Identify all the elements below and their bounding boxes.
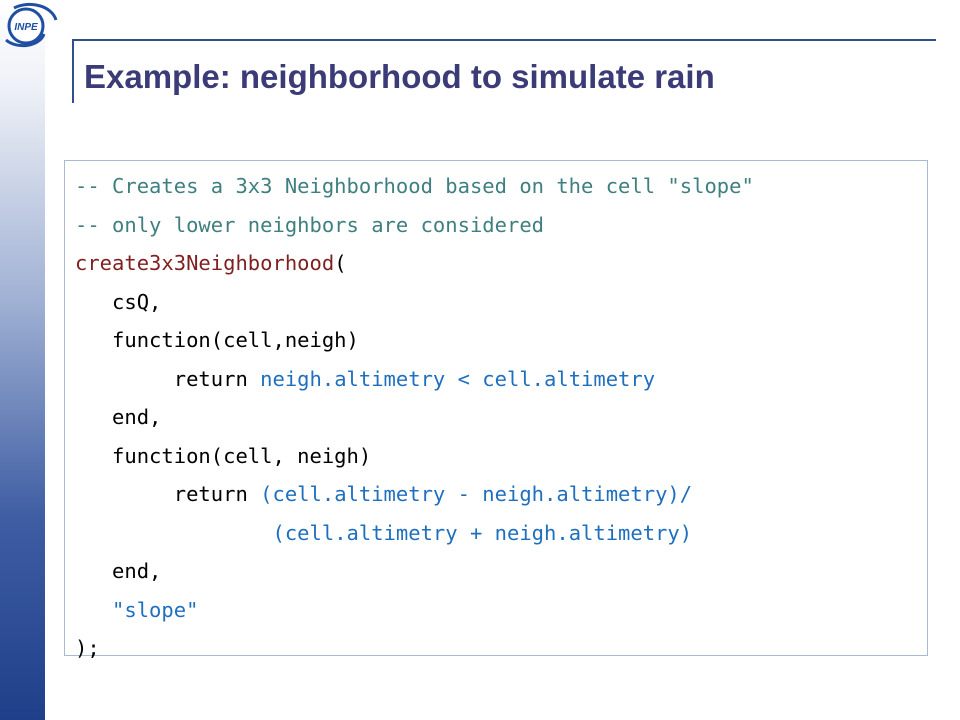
code-line-10-expression: (cell.altimetry + neigh.altimetry) (272, 520, 693, 545)
side-decoration-band (0, 0, 45, 720)
code-line-4: csQ, (75, 289, 162, 314)
code-line-2: -- only lower neighbors are considered (75, 212, 544, 237)
code-line-1: -- Creates a 3x3 Neighborhood based on t… (75, 174, 754, 198)
code-line-7: end, (75, 405, 162, 429)
code-block: -- Creates a 3x3 Neighborhood based on t… (64, 160, 928, 660)
title-rule-vertical (72, 39, 74, 103)
code-line-11: end, (75, 559, 162, 583)
code-text: -- Creates a 3x3 Neighborhood based on t… (75, 167, 754, 668)
code-line-3-paren: ( (334, 251, 347, 275)
code-line-6-keyword: return (75, 366, 261, 391)
code-line-8: function(cell, neigh) (75, 443, 372, 468)
inpe-logo: INPE (5, 3, 58, 48)
logo-text: INPE (14, 22, 38, 33)
code-line-3-function: create3x3Neighborhood (75, 251, 335, 275)
code-line-6-expression: neigh.altimetry < cell.altimetry (260, 366, 656, 391)
code-line-5: function(cell,neigh) (75, 328, 359, 352)
code-line-10-indent (75, 521, 272, 545)
code-line-9-keyword: return (75, 482, 261, 506)
code-line-13: ); (75, 636, 100, 660)
code-line-12: "slope" (75, 597, 199, 622)
slide-title: Example: neighborhood to simulate rain (84, 58, 715, 95)
title-rule-horizontal (72, 39, 936, 41)
code-line-9-expression: (cell.altimetry - neigh.altimetry)/ (260, 482, 693, 506)
